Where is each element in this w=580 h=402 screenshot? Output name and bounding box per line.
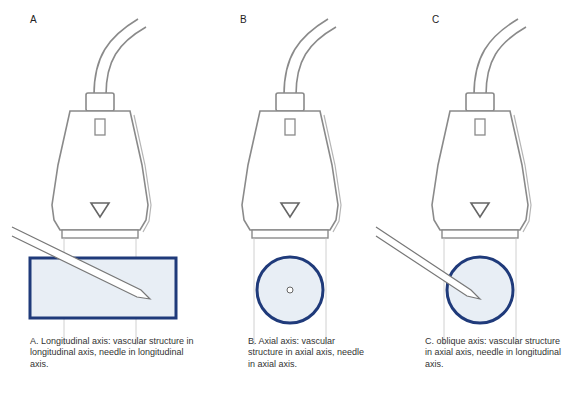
needle	[12, 227, 150, 299]
panel-letter: A	[30, 14, 37, 27]
ultrasound-probe	[432, 19, 531, 345]
panel-letter: B	[240, 14, 247, 27]
needle-tip	[287, 287, 293, 293]
needle	[376, 227, 480, 299]
caption-text: B. Axial axis: vascular structure in axi…	[248, 336, 370, 370]
vessel-axial	[257, 257, 323, 323]
ultrasound-probe	[242, 19, 341, 345]
caption-text: A. Longitudinal axis: vascular structure…	[30, 336, 198, 370]
panel-letter: C	[432, 14, 439, 27]
caption-text: C. oblique axis: vascular structure in a…	[425, 336, 565, 370]
vessel-longitudinal	[30, 258, 176, 318]
